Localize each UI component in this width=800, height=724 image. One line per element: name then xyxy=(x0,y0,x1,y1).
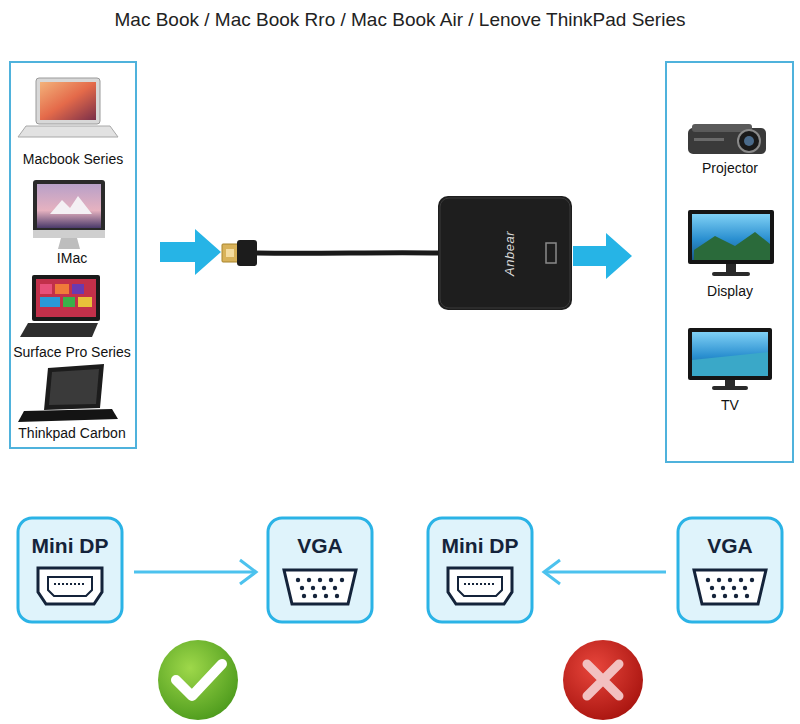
minidp-port-icon xyxy=(38,568,102,604)
display-panel xyxy=(666,62,793,462)
flow-arrow xyxy=(573,233,632,279)
adapter-illustration xyxy=(222,196,572,310)
port-box-fill xyxy=(18,518,782,622)
port-name: VGA xyxy=(268,534,372,558)
device-label: Thinkpad Carbon xyxy=(18,425,125,441)
diagram-title: Mac Book / Mac Book Rro / Mac Book Air /… xyxy=(115,9,686,31)
device-label: Display xyxy=(707,283,753,299)
tv-icon xyxy=(688,328,772,390)
connector-arrow xyxy=(544,560,666,584)
port-name: Mini DP xyxy=(428,534,532,558)
brand-name: Anbear xyxy=(501,231,516,276)
port-box: Mini DP xyxy=(428,518,532,622)
connector-line xyxy=(134,571,256,574)
cross-icon xyxy=(563,640,643,720)
port-box: VGA xyxy=(268,518,372,622)
port-name: Mini DP xyxy=(18,534,122,558)
thinkpad-icon xyxy=(18,364,118,422)
vga-port-icon xyxy=(284,570,356,604)
device-label: TV xyxy=(721,397,739,413)
arrow-head xyxy=(544,560,560,584)
projector-icon xyxy=(688,124,766,154)
device-label: Surface Pro Series xyxy=(13,344,131,360)
monitor-icon xyxy=(688,210,774,276)
imac-icon xyxy=(33,180,105,249)
device-label: IMac xyxy=(57,250,87,266)
connector-line xyxy=(544,571,666,574)
surface-icon xyxy=(20,275,100,337)
device-label: Projector xyxy=(702,160,758,176)
check-icon xyxy=(158,640,238,720)
port-box: VGA xyxy=(678,518,782,622)
port-name: VGA xyxy=(678,534,782,558)
device-panel xyxy=(10,62,136,448)
minidp-port-icon xyxy=(448,568,512,604)
connector-arrow xyxy=(134,560,256,584)
device-label: Macbook Series xyxy=(23,151,123,167)
arrow-head xyxy=(240,560,256,584)
flow-arrow xyxy=(160,229,221,275)
port-box: Mini DP xyxy=(18,518,122,622)
macbook-icon xyxy=(18,78,118,137)
vga-port-icon xyxy=(694,570,766,604)
